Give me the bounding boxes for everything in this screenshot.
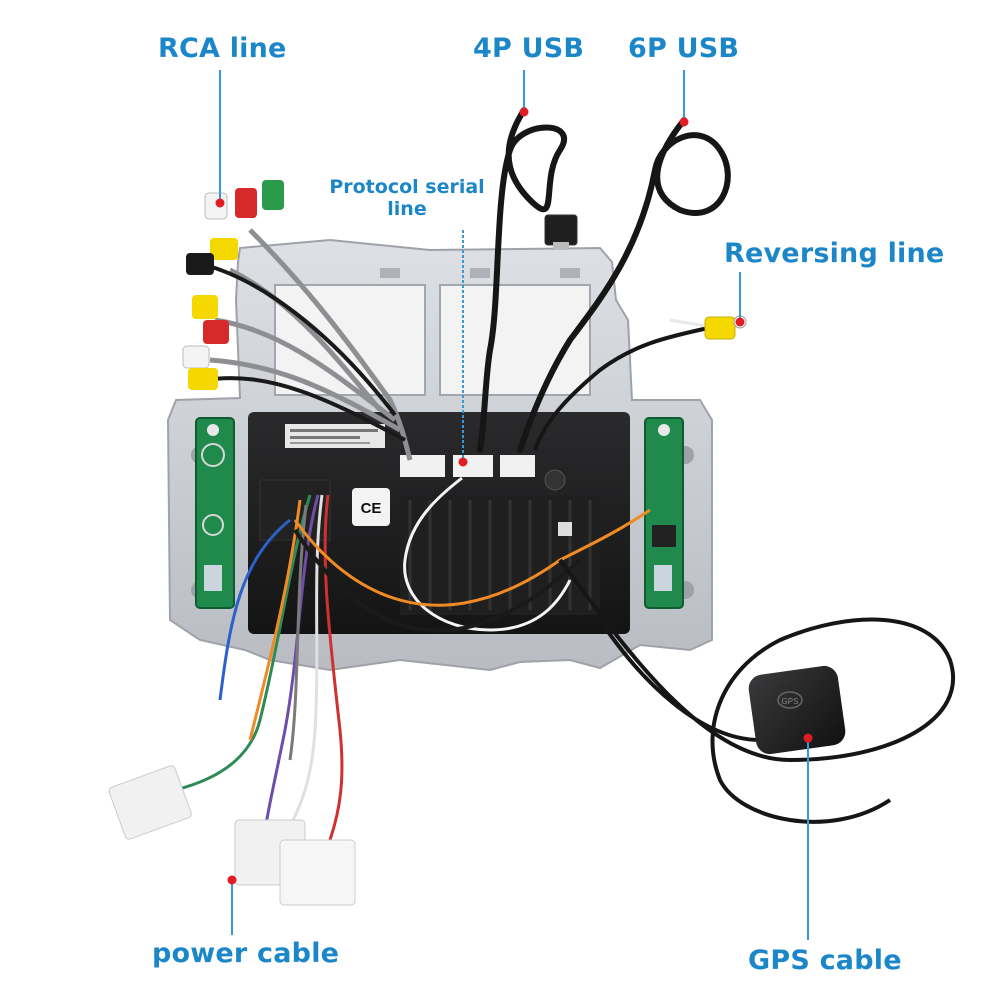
power-connector-3 <box>279 839 356 906</box>
protocol-serial-line-label: Protocol serial line <box>324 176 490 220</box>
gps-cable-loop <box>558 558 955 824</box>
head-unit-back: CE <box>248 412 630 634</box>
connector-port-1 <box>400 455 445 477</box>
callout-leaders <box>219 70 809 940</box>
power-connector-1 <box>108 765 192 840</box>
usb-6p-label: 6P USB <box>628 33 740 64</box>
connector-port-3 <box>500 455 535 477</box>
protocol-serial-line-label-line2: line <box>387 198 427 220</box>
connector-port-2 <box>453 455 493 477</box>
reversing-line-label: Reversing line <box>724 238 945 269</box>
power-harness <box>174 494 651 841</box>
usb-4p-label: 4P USB <box>473 33 585 64</box>
protocol-serial-wire <box>403 476 572 632</box>
callout-markers <box>215 107 813 885</box>
ce-sticker <box>352 488 390 526</box>
rca-line-label: RCA line <box>158 33 287 64</box>
usb-4p-connector <box>544 214 578 246</box>
gps-module: GPS <box>748 665 846 755</box>
usb-6p-cable <box>517 117 731 453</box>
ce-mark-icon: CE <box>361 500 382 517</box>
right-pcb <box>644 417 684 609</box>
gps-module-logo-icon: GPS <box>782 697 799 706</box>
power-cable-label: power cable <box>152 938 340 969</box>
usb-4p-cable <box>477 107 567 453</box>
protocol-serial-line-label-line1: Protocol serial <box>329 176 485 198</box>
gps-cable-label: GPS cable <box>748 945 902 976</box>
rca-bundle <box>182 180 413 461</box>
left-pcb <box>195 417 235 609</box>
